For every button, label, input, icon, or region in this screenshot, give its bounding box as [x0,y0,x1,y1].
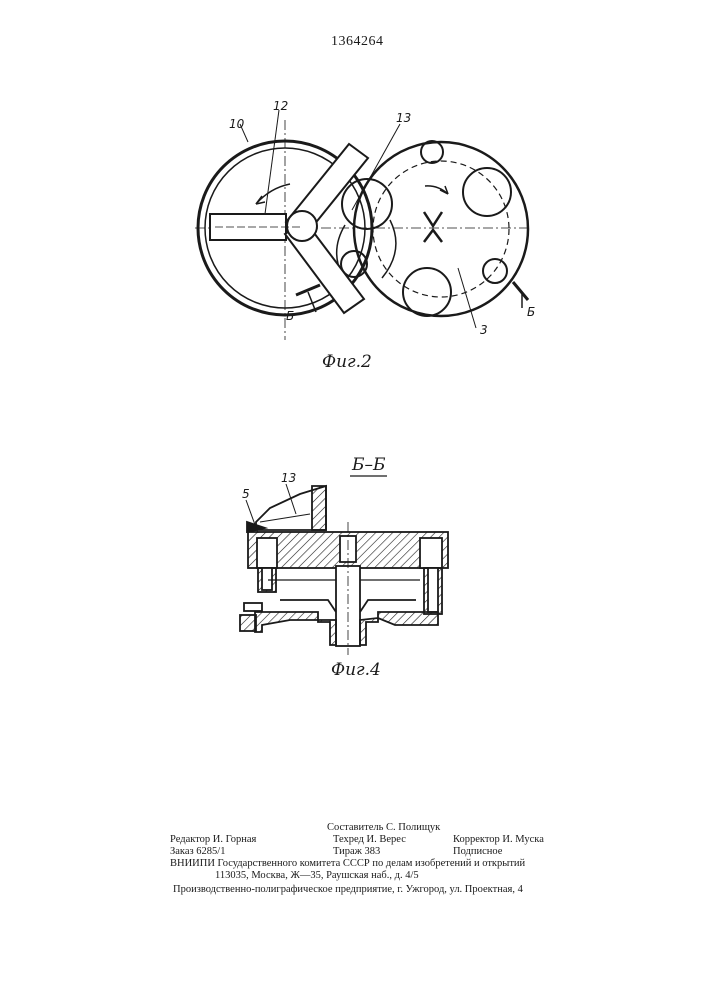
footer-printing: Производственно-полиграфическое предприя… [173,884,523,896]
footer-editor: Редактор И. Горная [170,834,256,846]
footer-institute: ВНИИПИ Государственного комитета СССР по… [170,858,525,870]
footer-address: 113035, Москва, Ж—35, Раушская наб., д. … [215,870,419,882]
footer-circulation: Тираж 383 [333,846,380,858]
lower-housing [255,612,336,645]
footer-corrector: Корректор И. Муска [453,834,544,846]
section-title: Б–Б [352,455,386,475]
label-13-fig4: 13 [281,471,296,485]
footer-techred: Техред И. Верес [333,834,406,846]
footer-order: Заказ 6285/1 [170,846,225,858]
figure-4-caption: Фиг.4 [331,660,381,680]
footer-subscription: Подписное [453,846,502,858]
footer-compiler: Составитель С. Полищук [327,822,440,834]
label-5: 5 [242,487,250,501]
